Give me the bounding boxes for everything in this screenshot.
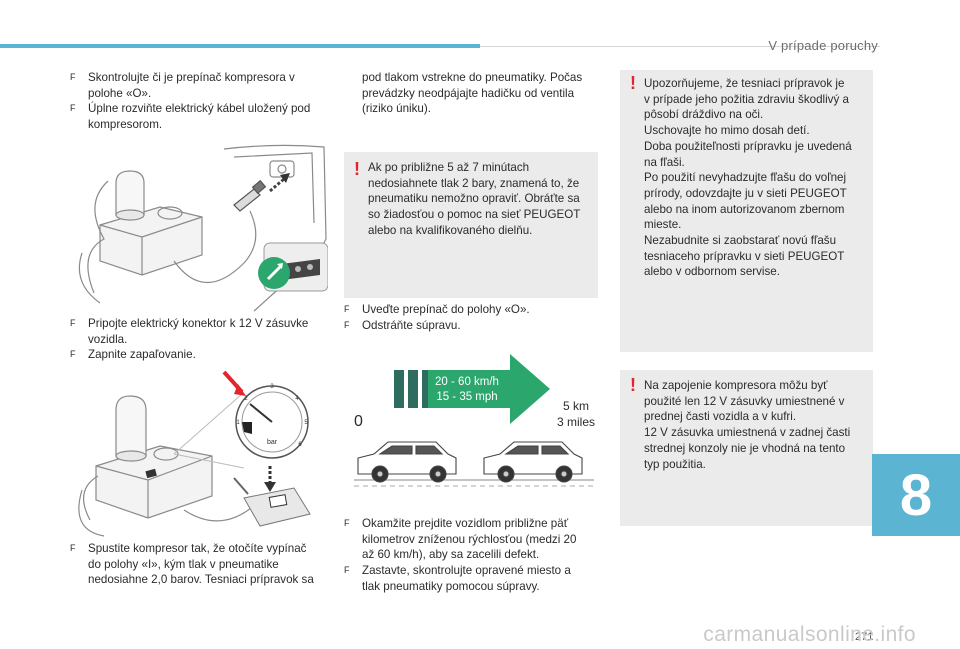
gauge-unit-label: bar [267,439,278,446]
list-item: F Uveďte prepínač do polohy «O». [344,303,530,316]
compressor-plug-illustration [74,143,329,313]
step-list-5: F Okamžite prejdite vozidlom približne p… [344,516,600,595]
distance-miles-label: 3 miles [557,415,595,429]
distance-km-label: 5 km [563,399,589,413]
checkbox-bullet-icon: F [344,304,350,314]
checkbox-bullet-icon: F [344,565,350,576]
list-item: F Zastavte, skontrolujte opravené miesto… [344,564,571,593]
warning-box-socket: ! Na zapojenie kompresora môžu byť použi… [620,370,873,526]
gauge-tick: 2 [244,396,248,402]
list-item: F Spustite kompresor tak, že otočíte vyp… [70,542,314,587]
checkbox-bullet-icon: F [70,543,76,553]
gauge-tick: 4 [295,396,299,402]
warning-exclamation-icon: ! [354,159,360,179]
warning-box-sealant: ! Upozorňujeme, že tesniaci prípravok je… [620,70,873,352]
checkbox-bullet-icon: F [70,103,76,114]
step-list-1: F Skontrolujte či je prepínač kompresora… [70,70,340,133]
compressor-gauge-illustration: 3 2 4 1 5 6 bar [74,370,328,538]
drive-distance-drawing: 20 - 60 km/h 15 - 35 mph 0 5 km 3 miles [354,354,595,487]
compressor-connect-drawing [78,144,329,312]
gauge-tick: 3 [270,384,274,390]
list-item: F Odstráňte súpravu. [344,318,461,332]
header-rule [480,46,880,47]
checkbox-bullet-icon: F [70,72,76,82]
warning-exclamation-icon: ! [630,73,636,93]
checkbox-bullet-icon: F [344,319,350,330]
page-section-title: V prípade poruchy [768,38,878,53]
speed-mph-label: 15 - 35 mph [436,391,497,403]
compressor-gauge-drawing: 3 2 4 1 5 6 bar [78,370,311,537]
chapter-tab: 8 [872,454,960,536]
continuation-text: pod tlakom vstrekne do pneumatiky. Počas… [362,71,583,116]
checkbox-bullet-icon: F [70,318,76,328]
step-list-4: F Uveďte prepínač do polohy «O». F Odstr… [344,302,598,333]
speed-kmh-label: 20 - 60 km/h [435,376,499,388]
checkbox-bullet-icon: F [344,518,350,528]
gauge-tick: 5 [304,420,308,426]
drive-distance-diagram: 20 - 60 km/h 15 - 35 mph 0 5 km 3 miles [344,350,600,500]
step-list-2: F Pripojte elektrický konektor k 12 V zá… [70,316,340,363]
gauge-tick: 1 [236,420,240,426]
header-accent-bar [0,44,480,48]
list-item: F Skontrolujte či je prepínač kompresora… [70,71,295,100]
list-item: F Pripojte elektrický konektor k 12 V zá… [70,317,309,346]
warning-box-pressure: ! Ak po približne 5 až 7 minútach nedosi… [344,152,598,298]
list-item: F Okamžite prejdite vozidlom približne p… [344,517,577,562]
start-distance-label: 0 [354,413,363,430]
step-list-3: F Spustite kompresor tak, že otočíte vyp… [70,541,340,588]
watermark-text: carmanualsonline.info [703,623,916,646]
warning-exclamation-icon: ! [630,375,636,395]
list-item: F Zapnite zapaľovanie. [70,348,196,362]
list-item: F Úplne rozviňte elektrický kábel uložen… [70,102,311,132]
checkbox-bullet-icon: F [70,349,76,360]
page-number: 271 [855,631,874,643]
gauge-tick: 6 [298,442,302,448]
